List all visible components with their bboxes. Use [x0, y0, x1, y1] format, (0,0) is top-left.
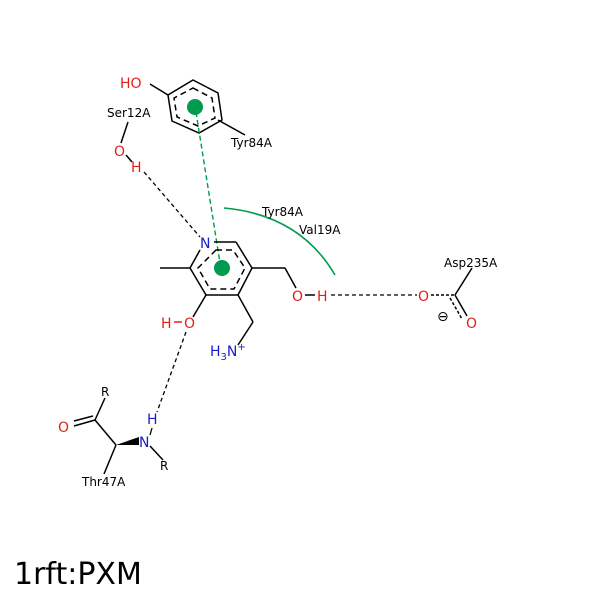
ch2-oxygen: O [292, 289, 303, 305]
asp235a-label: Asp235A [444, 256, 498, 270]
thr-hydrogen: H [147, 412, 158, 428]
ser12a-label: Ser12A [107, 106, 151, 120]
thr-r1: R [101, 385, 109, 399]
asp-co2-bond [454, 294, 468, 317]
tyr-ring [149, 79, 246, 136]
ring-nitrogen: N [200, 236, 210, 252]
phenol-hydrogen: H [161, 316, 172, 332]
asp-charge: ⊖ [437, 309, 449, 325]
pyridine-centroid [214, 260, 230, 276]
ch2-hydrogen: H [317, 289, 328, 305]
ser-oh-bond [125, 154, 133, 163]
ser-oxygen: O [114, 144, 125, 160]
asp-oxygen-1: O [418, 289, 429, 305]
ho-label: HO [120, 76, 142, 92]
thr-wedge-bond [116, 437, 139, 445]
thr-r2: R [160, 459, 168, 473]
thr-backbone [73, 397, 164, 475]
hydrophobic-arc [223, 207, 336, 276]
nh3-h: H3N+ [210, 342, 246, 363]
tyr-ring-centroid [187, 99, 203, 115]
pi-stack-line [195, 111, 221, 264]
ser-bond [120, 121, 129, 144]
asp-co2-bond-b [449, 297, 463, 320]
diagram-title: 1rft:PXM [14, 557, 142, 592]
thr-oxygen: O [58, 420, 69, 436]
tyr84a-top-label: Tyr84A [230, 136, 273, 150]
hbond-ser-n [143, 171, 201, 238]
phenol-oxygen: O [184, 316, 195, 332]
ser-hydrogen: H [131, 160, 142, 176]
hbond-phenol-thr [156, 331, 187, 413]
val19a-label: Val19A [299, 223, 341, 237]
asp-oxygen-2: O [466, 316, 477, 332]
pyridine-ring [160, 241, 297, 346]
tyr84a-arc-label: Tyr84A [261, 205, 304, 219]
thr47a-label: Thr47A [81, 475, 126, 489]
asp-c-bond [454, 267, 473, 296]
thr-nh-bond [149, 427, 153, 436]
thr-nitrogen: N [139, 435, 149, 451]
